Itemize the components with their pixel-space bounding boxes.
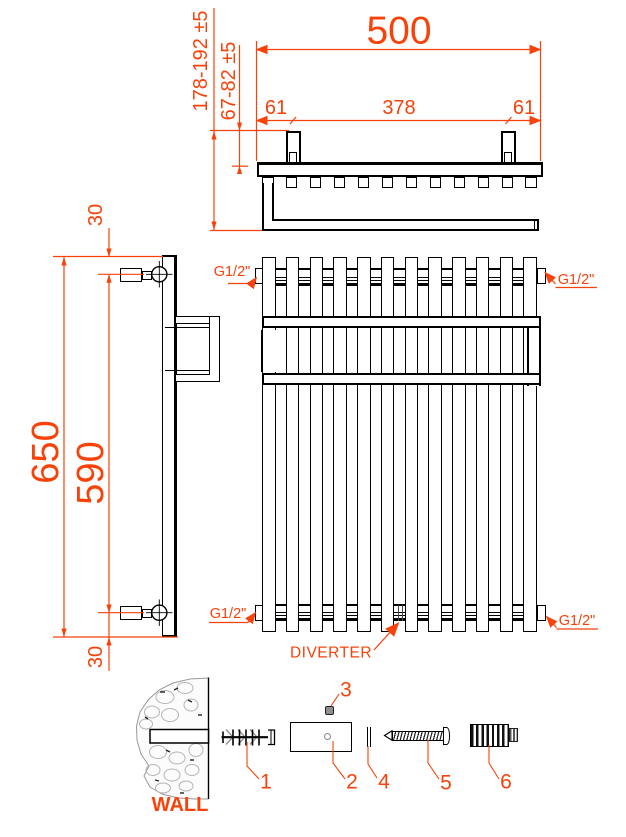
bottom-header-inner-line — [262, 614, 537, 616]
valve-bottom-nut — [141, 608, 152, 618]
valve-top-body — [120, 267, 142, 282]
overall-height-label: 650 — [25, 420, 67, 484]
right-offset-label: 61 — [512, 97, 536, 119]
bottom-header-lower-line — [262, 617, 537, 621]
wall-plug — [221, 729, 276, 746]
washer-pin — [366, 726, 371, 747]
bush-thread-nub — [508, 728, 518, 742]
diverter-lines — [398, 604, 403, 621]
bracket-boss-left — [289, 151, 297, 162]
top-header-inner-line — [262, 279, 537, 281]
radiator-tube — [523, 257, 537, 632]
wall-to-body-label: 67-82 ±5 — [218, 41, 240, 121]
towel-arm-end-plate — [208, 317, 220, 375]
wall-drill-hole — [149, 728, 210, 744]
towel-bar-upper — [262, 315, 541, 328]
radiator-tube — [285, 257, 300, 632]
valve-top-nut — [141, 270, 152, 280]
connection-label-top-right: G1/2" — [557, 271, 595, 288]
connection-stub-top-right — [536, 267, 546, 284]
wall-label: WALL — [151, 794, 209, 816]
tube-section — [525, 176, 537, 188]
overall-width-label: 500 — [366, 9, 432, 53]
part-number-1: 1 — [260, 770, 272, 794]
top-offset-label: 30 — [85, 203, 107, 227]
radiator-tube — [404, 257, 419, 632]
connection-label-top-left: G1/2" — [213, 263, 251, 280]
part-number-5: 5 — [440, 771, 452, 795]
bracket-plate — [290, 722, 352, 752]
plate-hole — [324, 733, 331, 740]
part-number-3: 3 — [340, 678, 352, 702]
radiator-tube — [262, 257, 276, 632]
valve-bottom-body — [120, 605, 142, 620]
towel-arm-top-view — [262, 183, 274, 221]
bracket-boss-right — [504, 151, 512, 162]
side-profile-bar — [161, 255, 177, 637]
knurled-bush-body — [469, 723, 509, 747]
connection-label-bottom-left: G1/2" — [209, 605, 247, 622]
radiator-tube — [309, 257, 324, 632]
top-header-lower-line — [262, 282, 537, 286]
tube-section — [381, 176, 394, 188]
part-number-4: 4 — [378, 770, 390, 794]
towel-bar-lower — [262, 372, 541, 385]
part-number-2: 2 — [346, 770, 358, 794]
tube-section — [501, 176, 514, 188]
tube-section — [285, 176, 298, 188]
towel-bar-connector — [526, 315, 541, 386]
top-header-inner-line — [262, 276, 537, 278]
towel-arm-inner-line-top — [164, 326, 209, 328]
left-offset-label: 61 — [264, 97, 288, 119]
tube-section — [477, 176, 490, 188]
towel-arm-side-bottom — [175, 373, 220, 382]
bottom-header-upper-line — [262, 603, 537, 606]
tube-section — [453, 176, 466, 188]
radiator-tube — [380, 257, 395, 632]
connection-stub-bottom-right — [536, 604, 546, 621]
wall-to-front-label: 178-192 ±5 — [190, 10, 212, 112]
tube-section — [333, 176, 346, 188]
radiator-tube — [357, 257, 371, 632]
tube-mask-patch — [261, 329, 278, 372]
tube-section — [405, 176, 418, 188]
fixing-nut — [324, 706, 334, 715]
screw-shaft — [391, 730, 444, 741]
tube-section — [309, 176, 322, 188]
connection-spacing-label: 590 — [70, 441, 112, 505]
towel-bar-end-line — [533, 221, 535, 229]
bottom-header-inner-line — [262, 611, 537, 613]
connection-label-bottom-right: G1/2" — [558, 612, 596, 629]
radiator-tube — [428, 257, 442, 632]
radiator-tubes — [262, 257, 537, 632]
tube-section — [429, 176, 442, 188]
radiator-tube — [452, 257, 466, 632]
diverter-label: DIVERTER — [289, 644, 373, 662]
bottom-offset-label: 30 — [85, 645, 107, 669]
towel-bar-top-view — [262, 219, 539, 231]
screw-head — [442, 726, 450, 745]
top-view-tube-sections — [262, 176, 537, 188]
top-header-upper-line — [262, 267, 537, 270]
radiator-tube — [475, 257, 490, 632]
towel-arm-inner-line-bottom — [164, 369, 209, 371]
part-number-6: 6 — [500, 770, 512, 794]
top-view-collector-bar — [257, 161, 543, 177]
bracket-spacing-label: 378 — [382, 97, 416, 119]
tube-section — [357, 176, 370, 188]
radiator-tube — [333, 257, 347, 632]
wall-section — [135, 677, 210, 800]
radiator-tube — [499, 257, 514, 632]
